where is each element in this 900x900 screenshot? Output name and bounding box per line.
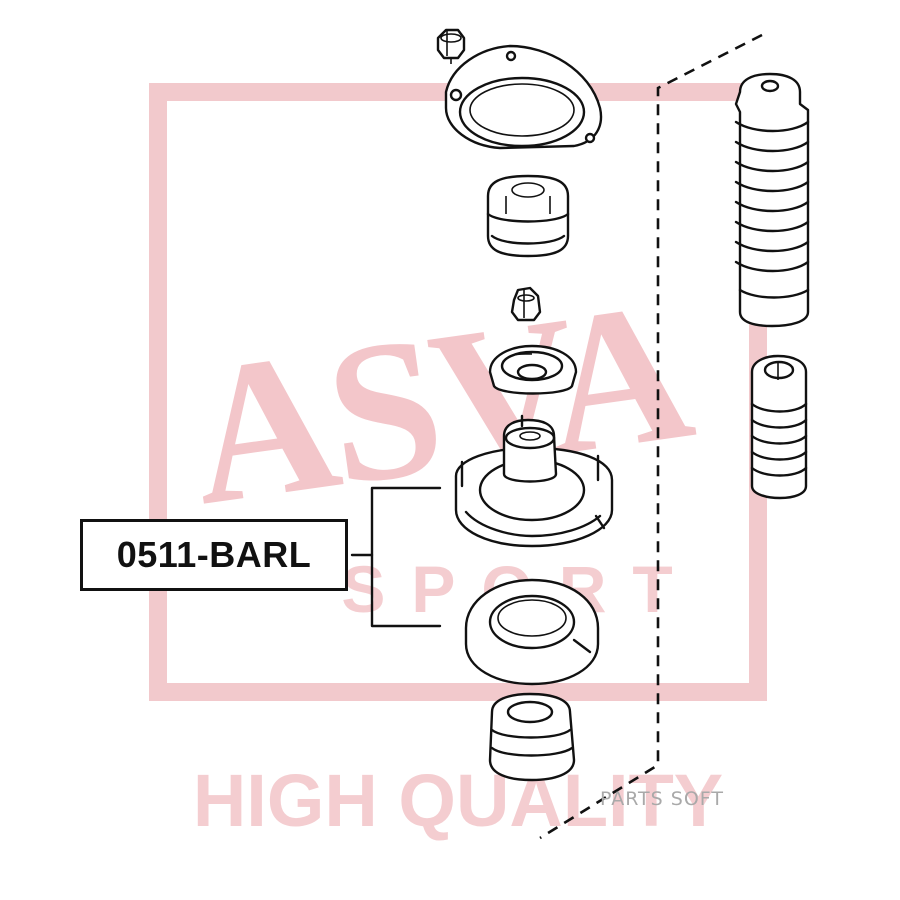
upper-spring-seat	[488, 344, 578, 395]
boot-bump-stop	[750, 354, 808, 500]
watermark-slogan: HIGH QUALITY	[193, 759, 723, 842]
lower-bump-stop	[488, 692, 576, 782]
assembly-boundary	[539, 33, 763, 840]
top-nut	[436, 28, 466, 64]
label-leader	[350, 486, 442, 628]
center-nut	[510, 286, 542, 322]
upper-bump-stop	[486, 174, 570, 258]
dust-boot	[734, 72, 810, 328]
source-watermark: PARTS SOFT	[600, 788, 724, 810]
strut-mount	[454, 414, 614, 548]
part-number-label: 0511-BARL	[80, 519, 348, 591]
strut-bearing	[464, 578, 600, 686]
strut-mount-plate	[444, 44, 603, 150]
watermark-logo: ASVA SPORT HIGH QUALITY	[149, 83, 767, 842]
watermark-brand: ASVA	[177, 259, 702, 547]
